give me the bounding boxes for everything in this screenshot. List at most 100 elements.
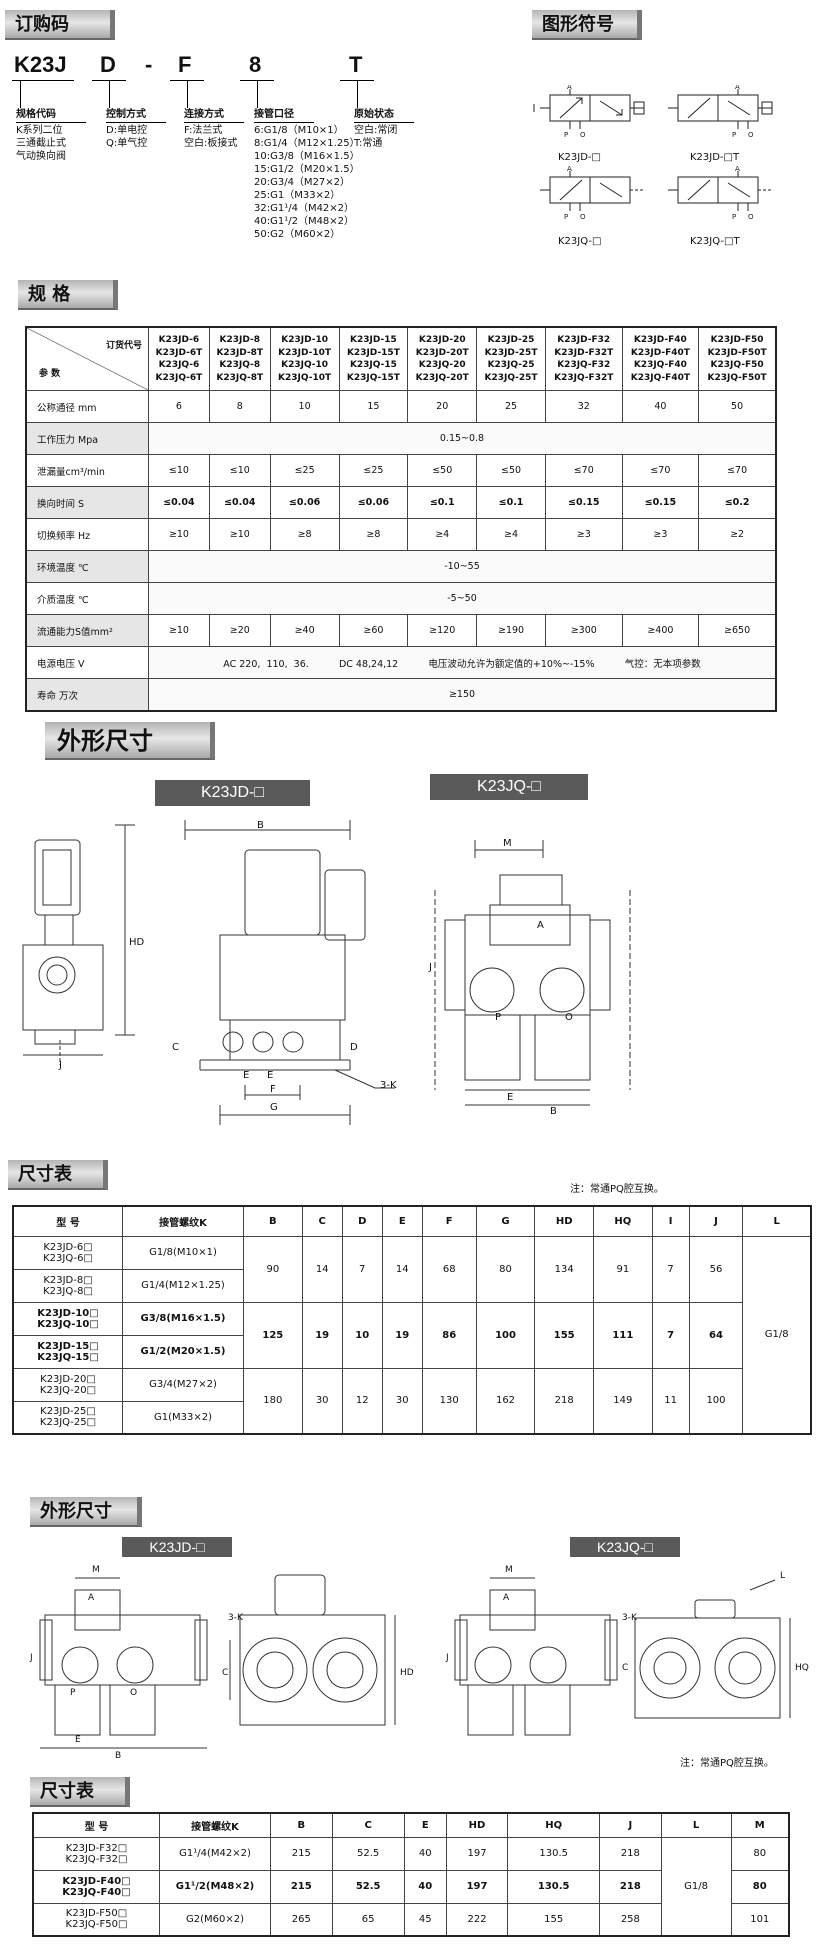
dim2-cell: G2(M60×2) bbox=[159, 1902, 271, 1937]
spec-cell: ≤50 bbox=[407, 454, 478, 487]
spec-cell: 25 bbox=[476, 390, 546, 423]
spec-cell: ≤0.06 bbox=[269, 486, 340, 519]
svg-text:E: E bbox=[267, 1070, 273, 1081]
svg-text:O: O bbox=[748, 213, 754, 221]
dim2-cell: 40 bbox=[403, 1836, 447, 1871]
spec-cell: ≤50 bbox=[476, 454, 546, 487]
svg-text:E: E bbox=[75, 1735, 81, 1745]
symbol-caption-2: K23JD-□T bbox=[690, 152, 740, 163]
order-leader bbox=[257, 80, 258, 108]
spec-cell: ≤0.04 bbox=[148, 486, 210, 519]
spec-cell: ≤0.1 bbox=[476, 486, 546, 519]
spec-cell: ≥120 bbox=[407, 614, 478, 647]
dim2-header: HD bbox=[445, 1812, 509, 1838]
svg-text:M: M bbox=[503, 838, 512, 849]
dims2-note: 注：常通PQ腔互换。 bbox=[680, 1758, 774, 1769]
svg-text:A: A bbox=[735, 85, 740, 91]
svg-text:O: O bbox=[748, 131, 754, 139]
dim1-header: L bbox=[742, 1205, 812, 1237]
spec-cell: ≥190 bbox=[476, 614, 546, 647]
banner-k23jq: K23JQ-□ bbox=[430, 774, 588, 800]
order-underline bbox=[12, 80, 74, 81]
spec-row-label: 换向时间 S bbox=[25, 486, 149, 519]
dim1-cell: 56 bbox=[688, 1235, 744, 1303]
spec-cell: ≥8 bbox=[338, 518, 409, 551]
spec-cell: ≤0.15 bbox=[621, 486, 700, 519]
dim2-cell: G1¹/4(M42×2) bbox=[159, 1836, 271, 1871]
dim1-L-cell: G1/8 bbox=[742, 1235, 812, 1435]
spec-cell: ≤0.06 bbox=[338, 486, 409, 519]
dim2-cell: 222 bbox=[445, 1902, 509, 1937]
svg-text:B: B bbox=[115, 1751, 121, 1760]
spec-cell: 40 bbox=[621, 390, 700, 423]
svg-text:P: P bbox=[732, 213, 736, 221]
spec-row-label: 流通能力S值mm² bbox=[25, 614, 149, 647]
svg-text:M: M bbox=[92, 1565, 100, 1575]
svg-text:P: P bbox=[732, 131, 736, 139]
section-dims-2: 尺寸表 bbox=[30, 1777, 130, 1807]
svg-text:HQ: HQ bbox=[795, 1663, 809, 1673]
dim1-thread-cell: G1/4(M12×1.25) bbox=[122, 1268, 244, 1303]
spec-cell: 50 bbox=[698, 390, 777, 423]
dim2-cell: G1¹/2(M48×2) bbox=[159, 1869, 271, 1904]
spec-row-label: 泄漏量cm³/min bbox=[25, 454, 149, 487]
dim2-cell: 130.5 bbox=[507, 1869, 601, 1904]
dim1-cell: 12 bbox=[341, 1367, 383, 1435]
spec-cell: 6 bbox=[148, 390, 210, 423]
section-dims-1: 尺寸表 bbox=[8, 1160, 108, 1190]
dim2-cell: 215 bbox=[270, 1869, 333, 1904]
dim2-cell: 215 bbox=[270, 1836, 333, 1871]
svg-text:M: M bbox=[505, 1565, 513, 1575]
dim2-cell: 258 bbox=[599, 1902, 662, 1937]
spec-merged-cell: -5~50 bbox=[148, 582, 777, 615]
spec-cell: ≥10 bbox=[208, 518, 271, 551]
spec-row: 切换频率 Hz ≥10≥10≥8≥8≥4≥4≥3≥3≥2 bbox=[25, 518, 777, 551]
svg-text:3-K: 3-K bbox=[228, 1613, 244, 1623]
dim2-model-cell: K23JD-F40□K23JQ-F40□ bbox=[32, 1869, 160, 1904]
dim2-cell: 218 bbox=[599, 1869, 662, 1904]
spec-cell: ≥300 bbox=[544, 614, 623, 647]
dim1-cell: 180 bbox=[243, 1367, 303, 1435]
spec-cell: ≥2 bbox=[698, 518, 777, 551]
spec-row-label: 切换频率 Hz bbox=[25, 518, 149, 551]
spec-row-label: 公称通径 mm bbox=[25, 390, 149, 423]
spec-cell: 20 bbox=[407, 390, 478, 423]
svg-text:E: E bbox=[507, 1092, 513, 1103]
dim2-header: L bbox=[660, 1812, 732, 1838]
order-leader bbox=[187, 80, 188, 108]
spec-cell: ≥8 bbox=[269, 518, 340, 551]
svg-text:C: C bbox=[172, 1042, 179, 1053]
svg-text:D: D bbox=[350, 1042, 358, 1053]
order-group-spec: 规格代码 K系列二位三通截止式气动换向阀 bbox=[16, 108, 86, 163]
dim2-model-cell: K23JD-F32□K23JQ-F32□ bbox=[32, 1836, 160, 1871]
dim1-cell: 19 bbox=[381, 1301, 423, 1369]
svg-text:J: J bbox=[428, 962, 432, 973]
dim1-cell: 30 bbox=[301, 1367, 343, 1435]
section-specs: 规 格 bbox=[18, 280, 118, 310]
svg-text:C: C bbox=[222, 1668, 228, 1678]
svg-text:B: B bbox=[550, 1106, 557, 1117]
dim1-cell: 7 bbox=[651, 1301, 690, 1369]
dim1-row: K23JD-25□K23JQ-25□ G1(M33×2) bbox=[12, 1400, 811, 1435]
dim1-cell: 155 bbox=[534, 1301, 595, 1369]
dim1-thread-cell: G3/4(M27×2) bbox=[122, 1367, 244, 1402]
dims1-note: 注：常通PQ腔互换。 bbox=[570, 1184, 664, 1195]
svg-text:O: O bbox=[580, 131, 586, 139]
dim1-thread-cell: G3/8(M16×1.5) bbox=[122, 1301, 244, 1336]
spec-merged-cell: AC 220, 110, 36. DC 48,24,12 电压波动允许为额定值的… bbox=[148, 646, 777, 679]
dim1-header: G bbox=[475, 1205, 536, 1237]
symbol-caption-3: K23JQ-□ bbox=[558, 236, 602, 247]
spec-cell: ≥20 bbox=[208, 614, 271, 647]
spec-merged-cell: ≥150 bbox=[148, 678, 777, 712]
spec-row-label: 环境温度 ℃ bbox=[25, 550, 149, 583]
